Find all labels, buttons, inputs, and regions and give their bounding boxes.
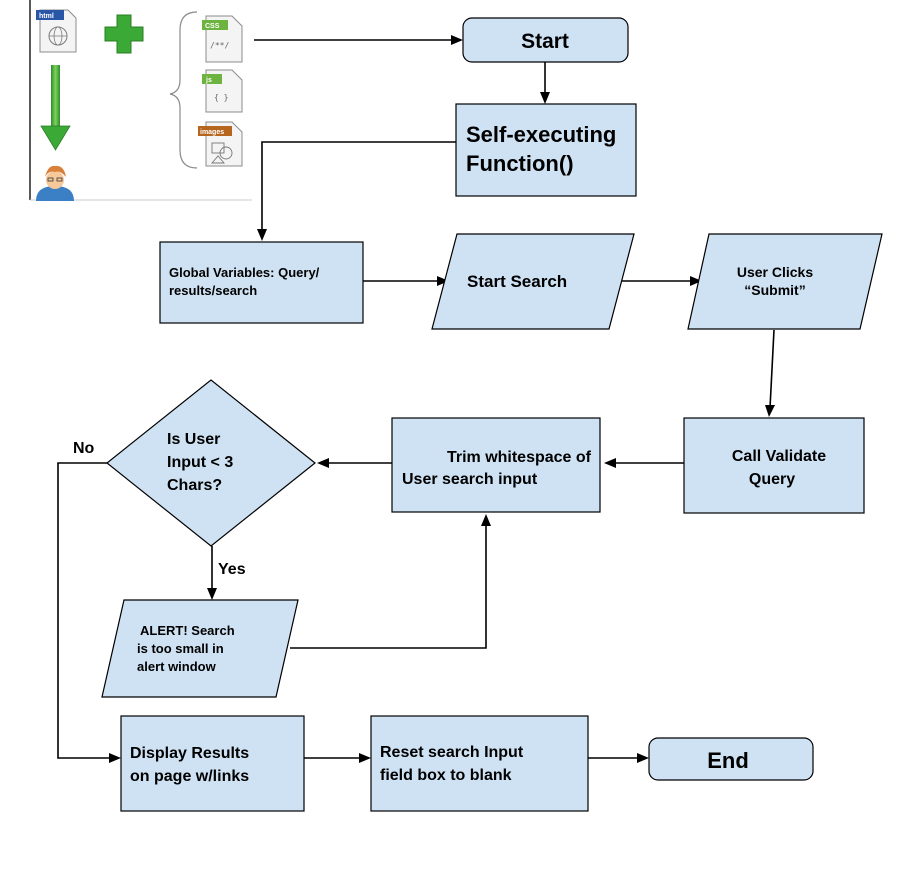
edge-label-yes: Yes (218, 561, 246, 578)
node-start-label: Start (521, 30, 569, 53)
node-global-variables-line1: Global Variables: Query/ (169, 265, 320, 280)
node-start-search: Start Search (431, 233, 635, 330)
curly-brace (169, 11, 198, 169)
css-tag-text: CSS (205, 23, 220, 30)
plus-icon (104, 14, 144, 54)
node-start-search-label: Start Search (467, 272, 567, 291)
node-trim-whitespace-line2: User search input (402, 471, 538, 488)
node-reset-input-line1: Reset search Input (380, 744, 524, 761)
node-display-results-line1: Display Results (130, 745, 249, 762)
node-call-validate-line2: Query (749, 471, 795, 488)
node-trim-whitespace-line1: Trim whitespace of (447, 449, 592, 466)
node-call-validate-line1: Call Validate (732, 448, 826, 465)
node-call-validate: Call Validate Query (683, 417, 865, 514)
node-alert-line1: ALERT! Search (140, 623, 235, 638)
images-tag-text: images (200, 129, 224, 136)
node-reset-input: Reset search Input field box to blank (370, 715, 589, 812)
node-self-executing-line1: Self-executing (466, 122, 616, 147)
node-global-variables: Global Variables: Query/ results/search (159, 241, 364, 324)
node-start: Start (462, 17, 629, 63)
node-self-executing: Self-executing Function() (455, 103, 637, 197)
js-file-icon: js { } (202, 69, 243, 113)
node-decision-line3: Chars? (167, 477, 222, 494)
node-display-results: Display Results on page w/links (120, 715, 305, 812)
images-file-icon: images (198, 121, 243, 167)
node-end-label: End (707, 748, 749, 773)
node-decision-line2: Input < 3 (167, 454, 233, 471)
html-tag-text: html (39, 13, 54, 20)
node-trim-whitespace: Trim whitespace of User search input (391, 417, 601, 513)
node-user-clicks-line1: User Clicks (737, 264, 813, 280)
down-arrow-icon (40, 65, 71, 151)
css-glyph-text: /**/ (210, 41, 229, 50)
node-alert: ALERT! Search is too small in alert wind… (101, 599, 299, 698)
node-end: End (648, 737, 814, 781)
user-avatar-icon (36, 165, 74, 201)
node-alert-line2: is too small in (137, 641, 224, 656)
node-alert-line3: alert window (137, 659, 217, 674)
node-user-clicks-line2: “Submit” (744, 282, 805, 298)
connectors (57, 35, 775, 763)
node-self-executing-line2: Function() (466, 151, 574, 176)
js-tag-text: js (205, 77, 212, 84)
node-reset-input-line2: field box to blank (380, 767, 512, 784)
html-file-icon: html (36, 9, 77, 53)
illustration-panel: html CSS /**/ (29, 0, 252, 201)
node-decision-line1: Is User (167, 431, 220, 448)
node-decision-input-length: Is User Input < 3 Chars? (106, 379, 316, 547)
edge-label-no: No (73, 440, 95, 457)
node-display-results-line2: on page w/links (130, 768, 249, 785)
js-glyph-text: { } (214, 93, 228, 102)
node-user-clicks: User Clicks “Submit” (687, 233, 883, 330)
css-file-icon: CSS /**/ (202, 15, 243, 63)
node-global-variables-line2: results/search (169, 283, 257, 298)
